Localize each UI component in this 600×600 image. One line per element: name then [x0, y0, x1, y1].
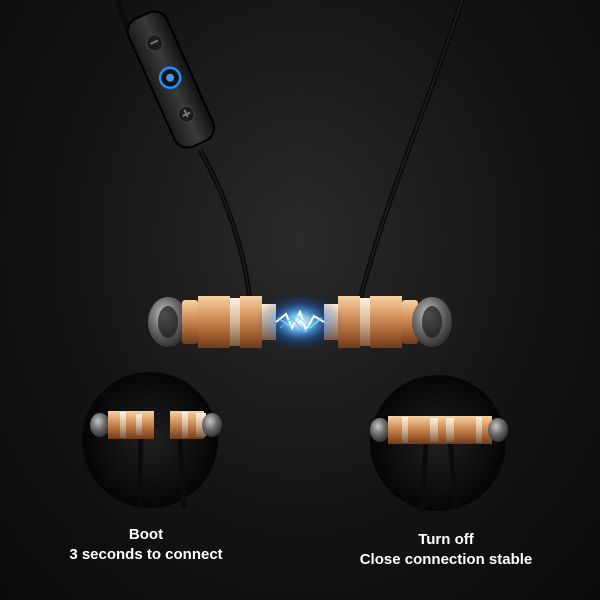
turn-off-detail-circle [370, 375, 508, 513]
turn-off-caption: Turn off Close connection stable [346, 530, 546, 570]
main-earbuds [148, 292, 452, 352]
boot-detail-circle [82, 372, 222, 511]
lightning-icon [256, 292, 344, 352]
right-cable [357, 0, 465, 301]
boot-subtitle: 3 seconds to connect [69, 546, 223, 563]
boot-caption: Boot 3 seconds to connect [46, 525, 246, 565]
turn-off-subtitle: Close connection stable [359, 551, 533, 568]
boot-title: Boot [128, 526, 164, 543]
earbud-icon [324, 296, 452, 348]
turn-off-title: Turn off [418, 531, 474, 548]
inline-remote-icon [126, 10, 216, 149]
